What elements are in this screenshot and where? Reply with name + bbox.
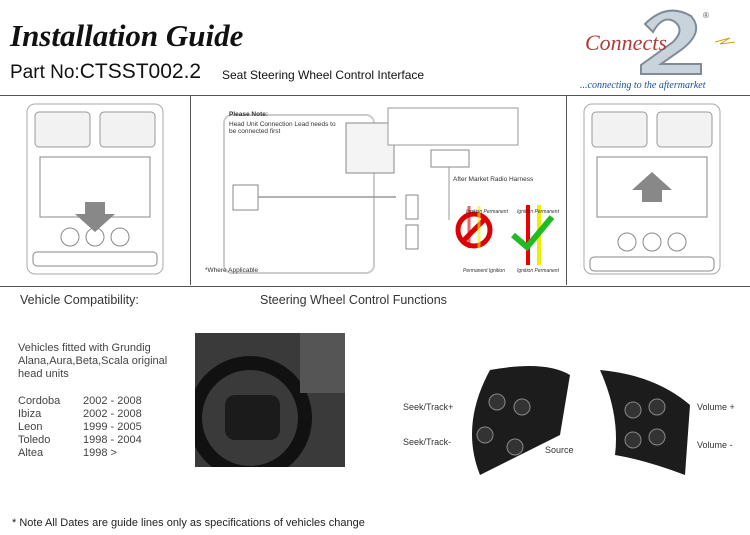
ignition-label: Ignition — [466, 209, 483, 215]
svg-text:®: ® — [703, 11, 709, 20]
seek-up-label: Seek/Track+ — [403, 402, 454, 412]
right-top: Ignition Permanent — [517, 209, 559, 215]
ignition-label: Ignition — [488, 268, 505, 274]
note-text: Head Unit Connection Lead needs to be co… — [229, 121, 336, 135]
logo-tagline: ...connecting to the aftermarket — [580, 80, 706, 91]
vehicle-row: Altea 1998 > — [18, 447, 142, 460]
wrong-top: Ignition Permanent — [466, 209, 508, 215]
vehicle-row: Leon 1999 - 2005 — [18, 421, 142, 434]
vehicle-years: 2002 - 2008 — [83, 408, 142, 420]
vehicle-model: Ibiza — [18, 408, 42, 420]
page-title: Installation Guide — [10, 18, 244, 53]
original-dash-illustration — [26, 103, 164, 275]
permanent-label: Permanent — [463, 268, 488, 274]
vehicle-years: 1998 > — [83, 447, 117, 459]
vehicle-model: Toledo — [18, 434, 51, 446]
part-label: Part No: — [10, 62, 80, 83]
steering-wheel-photo — [195, 333, 345, 467]
permanent-label: Permanent — [534, 209, 559, 215]
connects2-logo: Connects ® — [585, 9, 736, 75]
vehicle-row: Cordoba 2002 - 2008 — [18, 395, 142, 408]
vehicle-list: Cordoba 2002 - 2008 Ibiza 2002 - 2008 Leon… — [18, 395, 142, 460]
source-label: Source — [545, 445, 574, 455]
svg-text:Connects: Connects — [585, 30, 667, 55]
vehicle-row: Toledo 1998 - 2004 — [18, 434, 142, 447]
vehicle-years: 1998 - 2004 — [83, 434, 142, 446]
vehicle-row: Ibiza 2002 - 2008 — [18, 408, 142, 421]
aftermarket-dash-illustration — [583, 103, 721, 275]
where-applicable: *Where Applicable — [205, 267, 259, 274]
note-title: Please Note: — [229, 111, 269, 118]
right-control-pod — [600, 370, 690, 475]
permanent-label: Permanent — [534, 268, 559, 274]
wiring-diagram: Please Note: Head Unit Connection Lead n… — [190, 95, 567, 285]
volume-down-label: Volume - — [697, 440, 733, 450]
ignition-label: Ignition — [517, 209, 534, 215]
wiring-lines — [223, 107, 555, 274]
ignition-label: Ignition — [517, 268, 534, 274]
part-number: Part No:CTSST002.2 — [10, 60, 201, 84]
wrong-bottom: Permanent Ignition — [463, 268, 505, 274]
vehicle-model: Leon — [18, 421, 43, 433]
diagram-frame — [0, 95, 750, 287]
vehicle-years: 1999 - 2005 — [83, 421, 142, 433]
compat-description: Vehicles fitted with Grundig Alana,Aura,… — [18, 342, 168, 380]
functions-heading: Steering Wheel Control Functions — [260, 293, 447, 307]
permanent-label: Permanent — [483, 209, 508, 215]
vehicle-years: 2002 - 2008 — [83, 395, 142, 407]
vehicle-model: Cordoba — [18, 395, 61, 407]
vehicle-model: Altea — [18, 447, 44, 459]
compat-heading: Vehicle Compatibility: — [20, 293, 139, 307]
product-subtitle: Seat Steering Wheel Control Interface — [222, 68, 425, 82]
volume-up-label: Volume + — [697, 402, 735, 412]
harness-label: After Market Radio Harness — [453, 176, 534, 183]
right-bottom: Ignition Permanent — [517, 268, 559, 274]
part-code: CTSST002.2 — [79, 60, 202, 83]
footnote: * Note All Dates are guide lines only as… — [12, 517, 365, 529]
seek-down-label: Seek/Track- — [403, 437, 452, 447]
left-control-pod — [472, 366, 570, 475]
